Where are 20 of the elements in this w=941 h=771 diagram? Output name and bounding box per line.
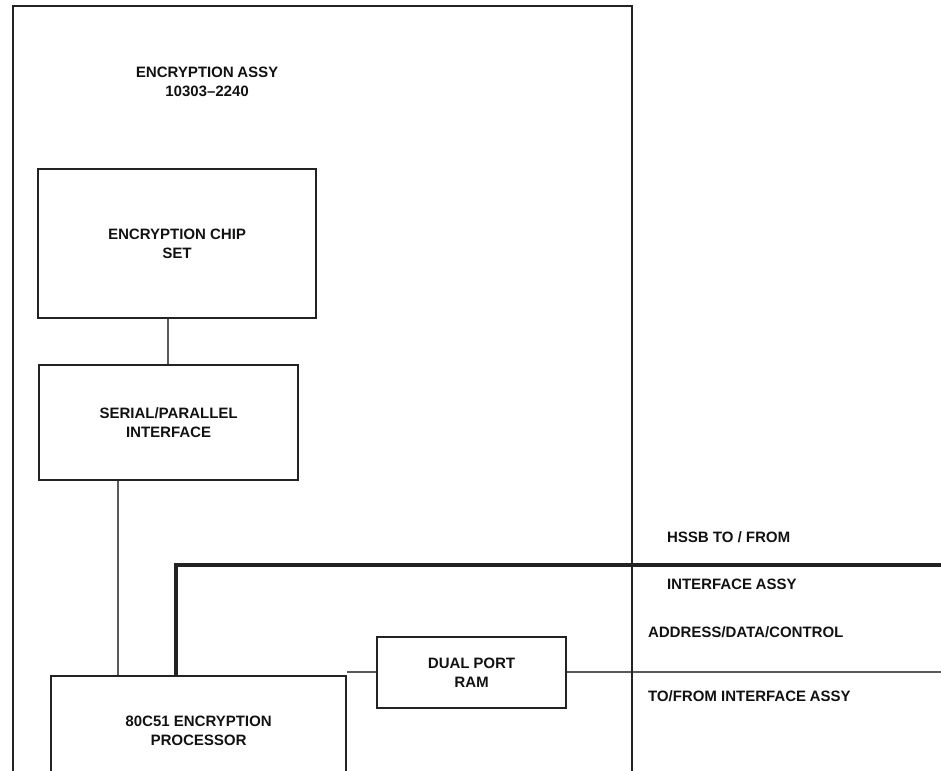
- assembly-title: ENCRYPTION ASSY: [134, 63, 280, 82]
- block-label: DUAL PORT RAM: [426, 654, 516, 692]
- signal-label: TO/FROM INTERFACE ASSY: [648, 688, 851, 705]
- connector-line: [117, 481, 119, 675]
- block-label: SERIAL/PARALLEL INTERFACE: [98, 404, 239, 442]
- block-box: [376, 636, 567, 709]
- assembly-frame: [12, 5, 633, 771]
- signal-label: HSSB TO / FROM: [667, 529, 790, 546]
- connector-line: [347, 671, 376, 673]
- part-number: 10303–2240: [164, 82, 250, 101]
- signal-label: ADDRESS/DATA/CONTROL: [648, 624, 844, 641]
- block-box: [38, 364, 299, 481]
- connector-line: [567, 671, 941, 673]
- block-label: 80C51 ENCRYPTION PROCESSOR: [124, 712, 273, 750]
- block-box: [50, 675, 347, 771]
- bus-line: [174, 563, 941, 675]
- block-label: ENCRYPTION CHIP SET: [107, 224, 247, 262]
- connector-line: [167, 319, 169, 364]
- block-box: [37, 168, 317, 319]
- signal-label: INTERFACE ASSY: [667, 576, 796, 593]
